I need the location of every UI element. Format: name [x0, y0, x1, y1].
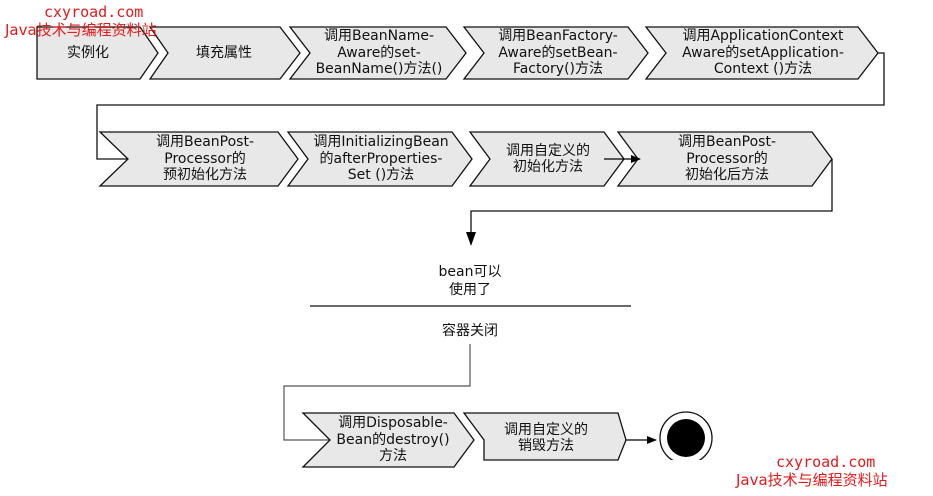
- label-initializingbean: 调用InitializingBean 的afterProperties- Set…: [313, 134, 449, 184]
- step-beanname-aware: [288, 26, 467, 80]
- watermark-top-url: cxyroad.com: [44, 3, 144, 21]
- label-beanpostprocessor-before: 调用BeanPost- Processor的 预初始化方法: [155, 134, 254, 184]
- label-instantiate: 实例化: [67, 44, 109, 61]
- arrow-down-icon: [466, 232, 476, 246]
- watermark-top-text: Java技术与编程资料站: [5, 21, 157, 39]
- label-applicationcontext-aware: 调用ApplicationContext Aware的setApplicatio…: [682, 28, 844, 78]
- label-beanfactory-aware: 调用BeanFactory- Aware的setBean- Factory()方…: [498, 28, 618, 78]
- container-close-text: 容器关闭: [442, 323, 498, 339]
- step-instantiate: [36, 26, 159, 80]
- label-beanname-aware: 调用BeanName- Aware的set- BeanName()方法(): [315, 28, 443, 78]
- label-populate-properties: 填充属性: [196, 44, 252, 61]
- step-applicationcontext-aware: [644, 26, 879, 80]
- step-disposablebean-destroy: [301, 412, 475, 468]
- connector-close-row3: [283, 344, 471, 441]
- label-beanpostprocessor-after: 调用BeanPost- Processor的 初始化后方法: [677, 134, 776, 184]
- step-populate-properties: [148, 26, 301, 80]
- step-custom-init: [468, 131, 625, 187]
- step-beanfactory-aware: [462, 26, 649, 80]
- step-beanpostprocessor-before: [98, 131, 299, 187]
- end-state-inner: [667, 419, 705, 457]
- connector-row1-row2: [96, 52, 885, 160]
- label-disposablebean-destroy: 调用Disposable- Bean的destroy() 方法: [336, 415, 450, 465]
- bean-ready-text: bean可以 使用了: [438, 264, 502, 298]
- label-custom-init: 调用自定义的 初始化方法: [506, 142, 590, 176]
- watermark-bottom-url: cxyroad.com: [776, 453, 876, 471]
- label-custom-destroy: 调用自定义的 销毁方法: [504, 421, 588, 455]
- watermark-bottom-text: Java技术与编程资料站: [736, 471, 888, 489]
- connector-row2-ready: [470, 159, 833, 244]
- step-initializingbean: [286, 131, 473, 187]
- step-custom-destroy: [462, 412, 627, 461]
